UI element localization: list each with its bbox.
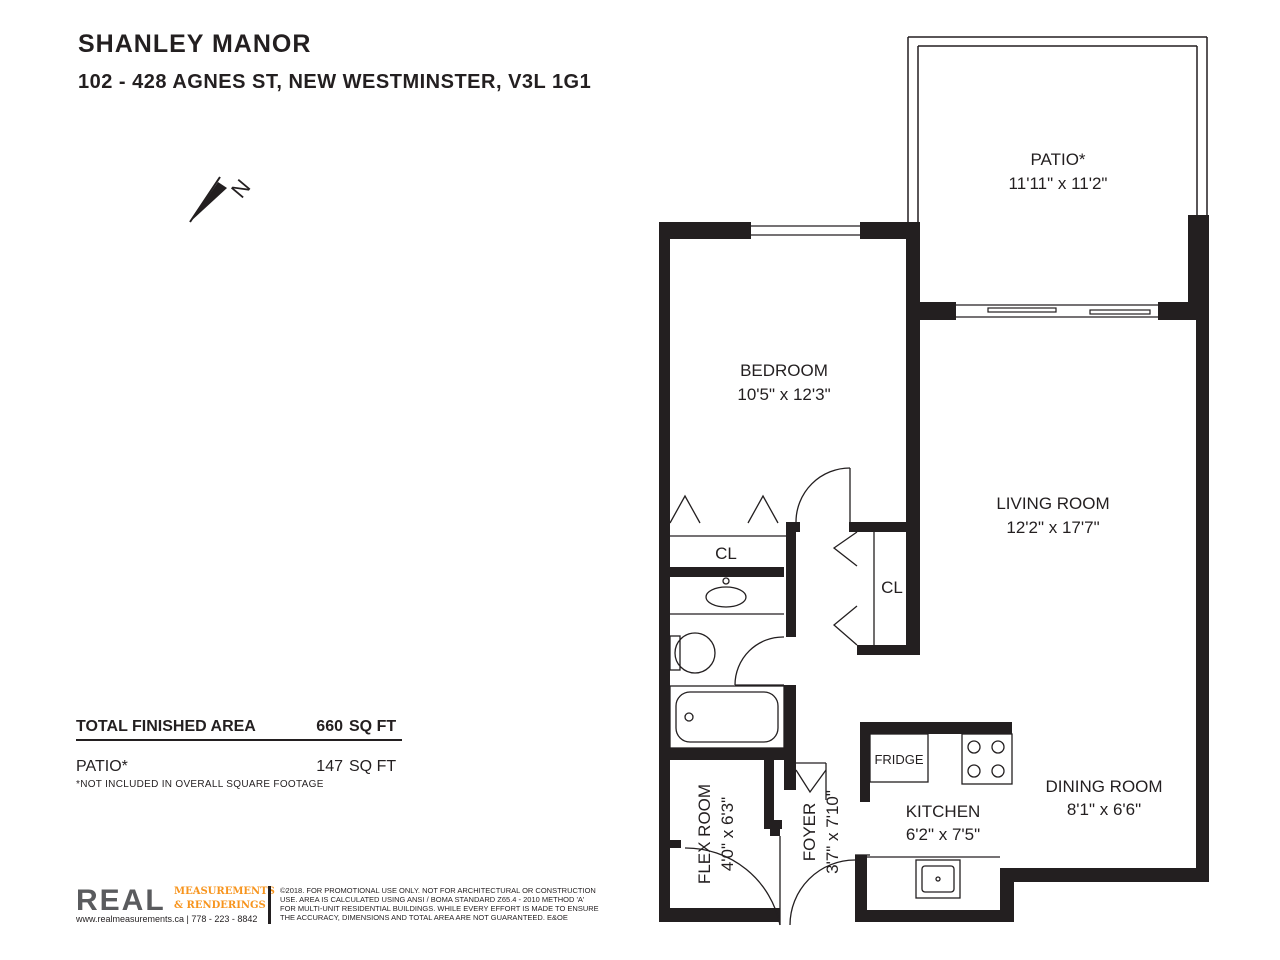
brand-tagline-2: & RENDERINGS bbox=[174, 900, 266, 911]
wall bbox=[1011, 868, 1209, 882]
wall bbox=[659, 908, 780, 922]
wall bbox=[770, 820, 780, 836]
total-area-label: TOTAL FINISHED AREA bbox=[76, 718, 256, 735]
kitchen-sink-icon bbox=[915, 859, 961, 899]
wall bbox=[860, 722, 1012, 734]
stove-icon bbox=[961, 733, 1013, 785]
brand-logo: REAL bbox=[76, 884, 166, 917]
wall bbox=[659, 840, 681, 848]
bedroom-closet-label: CL bbox=[715, 544, 737, 563]
flex-room-name: FLEX ROOM bbox=[695, 784, 714, 884]
room-labels: PATIO* 11'11" x 11'2" BEDROOM 10'5" x 12… bbox=[695, 150, 1163, 884]
disclaimer-line: FOR MULTI-UNIT RESIDENTIAL BUILDINGS. WH… bbox=[280, 904, 599, 913]
total-area-value: 660 bbox=[316, 718, 343, 735]
patio-area-unit: SQ FT bbox=[349, 758, 397, 775]
wall bbox=[855, 855, 867, 922]
wall bbox=[906, 222, 920, 320]
wall bbox=[849, 522, 920, 532]
foyer-name: FOYER bbox=[800, 803, 819, 862]
toilet-icon bbox=[674, 632, 716, 674]
fridge-label: FRIDGE bbox=[874, 752, 923, 767]
foyer-dims: 3'7" x 7'10" bbox=[823, 790, 842, 874]
hall-closet-label: CL bbox=[881, 578, 903, 597]
wall bbox=[860, 722, 870, 802]
north-letter: N bbox=[226, 174, 255, 202]
wall bbox=[784, 685, 796, 790]
doors bbox=[669, 467, 875, 926]
bedroom-name: BEDROOM bbox=[740, 361, 828, 380]
disclaimer-line: ©2018. FOR PROMOTIONAL USE ONLY. NOT FOR… bbox=[280, 886, 596, 895]
wall bbox=[1196, 302, 1209, 882]
area-footnote: *NOT INCLUDED IN OVERALL SQUARE FOOTAGE bbox=[76, 779, 324, 790]
disclaimer-line: THE ACCURACY, DIMENSIONS AND TOTAL AREA … bbox=[280, 913, 568, 922]
fridge-icon bbox=[869, 733, 929, 783]
dining-room-name: DINING ROOM bbox=[1045, 777, 1162, 796]
disclaimer-line: USE. AREA IS CALCULATED USING ANSI / BOM… bbox=[280, 895, 585, 904]
living-room-dims: 12'2" x 17'7" bbox=[1006, 518, 1099, 537]
area-divider bbox=[76, 739, 402, 741]
wall bbox=[860, 222, 918, 239]
property-title: SHANLEY MANOR bbox=[78, 30, 312, 58]
patio-area-value: 147 bbox=[316, 758, 343, 775]
patio-name: PATIO* bbox=[1030, 150, 1085, 169]
bathroom-sink-icon bbox=[705, 586, 747, 608]
bedroom-dims: 10'5" x 12'3" bbox=[737, 385, 830, 404]
fixtures bbox=[669, 577, 1013, 899]
kitchen-dims: 6'2" x 7'5" bbox=[906, 825, 980, 844]
wall bbox=[855, 910, 1010, 922]
total-area-unit: SQ FT bbox=[349, 718, 397, 735]
wall bbox=[764, 748, 774, 828]
living-room-name: LIVING ROOM bbox=[996, 494, 1109, 513]
patio-area-label: PATIO* bbox=[76, 758, 128, 775]
wall bbox=[906, 302, 920, 655]
wall bbox=[659, 748, 796, 760]
wall bbox=[659, 222, 751, 239]
brand-website: www.realmeasurements.ca | 778 - 223 - 88… bbox=[76, 914, 258, 924]
brand-divider bbox=[268, 886, 271, 924]
brand-tagline-1: MEASUREMENTS bbox=[174, 886, 275, 897]
flex-room-dims: 4'0" x 6'3" bbox=[718, 797, 737, 871]
property-address: 102 - 428 AGNES ST, NEW WESTMINSTER, V3L… bbox=[78, 71, 592, 93]
wall bbox=[1188, 215, 1209, 320]
patio-outline bbox=[907, 36, 1208, 222]
kitchen-name: KITCHEN bbox=[906, 802, 981, 821]
wall bbox=[659, 567, 784, 577]
wall bbox=[786, 522, 796, 637]
north-arrow-icon: N bbox=[189, 174, 255, 223]
walls bbox=[659, 215, 1209, 922]
wall bbox=[857, 645, 920, 655]
windows bbox=[751, 225, 1158, 318]
bathtub-icon bbox=[669, 685, 785, 749]
wall bbox=[1000, 868, 1014, 922]
patio-dims: 11'11" x 11'2" bbox=[1009, 174, 1108, 193]
dining-room-dims: 8'1" x 6'6" bbox=[1067, 800, 1141, 819]
